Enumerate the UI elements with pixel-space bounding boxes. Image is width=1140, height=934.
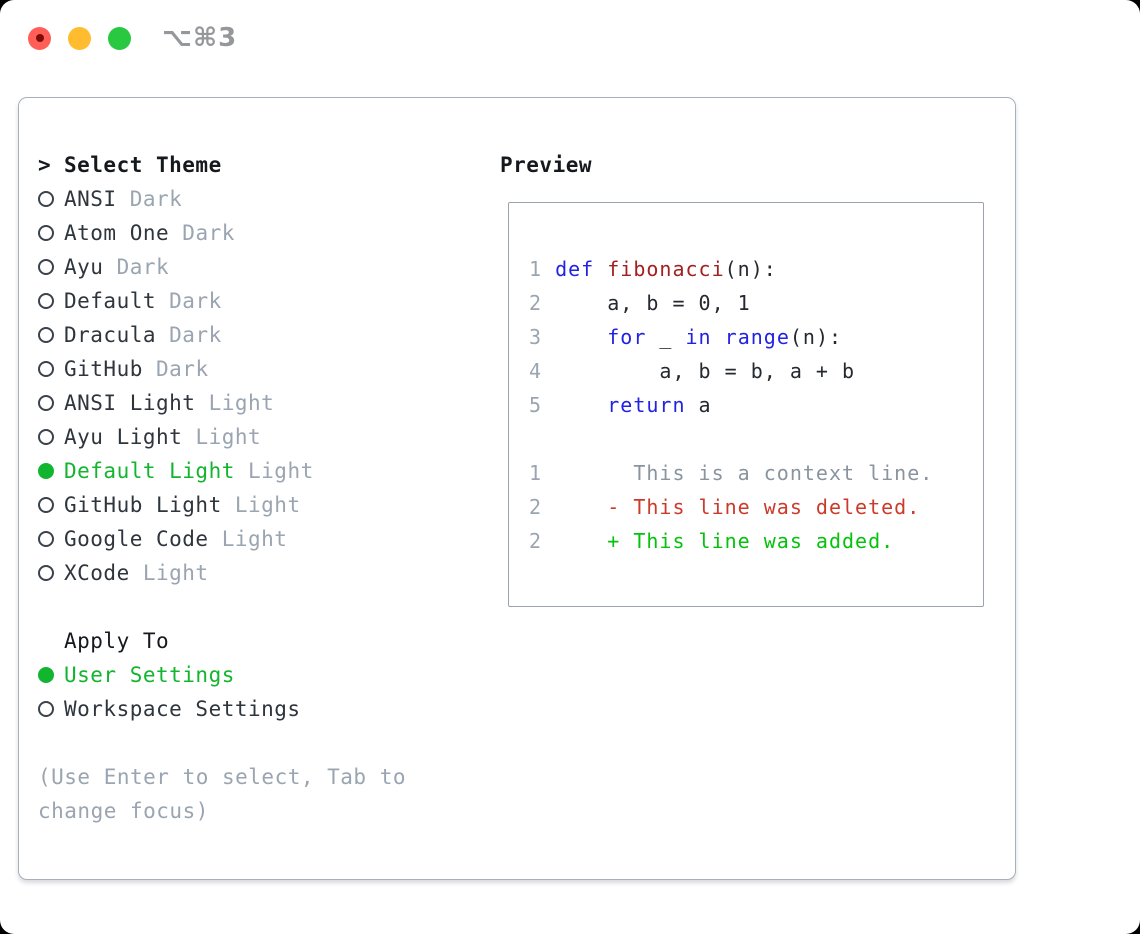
window-title: ⌥⌘3: [162, 23, 238, 53]
theme-name: Google Code: [64, 527, 222, 551]
theme-variant-tag: Light: [221, 527, 288, 551]
traffic-lights: [28, 26, 131, 50]
zoom-button[interactable]: [108, 26, 131, 50]
preview-code-line: 2 a, b = 0, 1: [529, 291, 751, 315]
theme-variant-tag: Light: [234, 493, 301, 517]
radio-icon: [38, 667, 54, 683]
apply-option-label: User Settings: [64, 663, 235, 687]
theme-name: Dracula: [64, 323, 170, 347]
radio-icon: [38, 259, 54, 275]
apply-option-user-settings[interactable]: User Settings: [38, 658, 500, 692]
theme-variant-tag: Dark: [169, 289, 222, 313]
preview-code-line: 2 - This line was deleted.: [529, 495, 921, 519]
radio-icon: [38, 361, 54, 377]
theme-name: XCode: [64, 561, 143, 585]
apply-option-workspace-settings[interactable]: Workspace Settings: [38, 692, 500, 726]
radio-icon: [38, 531, 54, 547]
radio-icon: [38, 225, 54, 241]
minimize-button[interactable]: [68, 26, 91, 50]
cursor-icon: >: [38, 153, 52, 177]
preview-code-line: 2 + This line was added.: [529, 529, 895, 553]
apply-option-label: Workspace Settings: [64, 697, 301, 721]
radio-icon: [38, 191, 54, 207]
theme-variant-tag: Dark: [169, 323, 222, 347]
theme-name: ANSI: [64, 187, 130, 211]
theme-variant-tag: Dark: [129, 187, 183, 211]
theme-variant-tag: Dark: [116, 255, 170, 279]
apply-to-title: Apply To: [64, 629, 170, 653]
theme-option-default-light-light[interactable]: Default Light Light: [38, 454, 500, 488]
theme-variant-tag: Light: [248, 459, 314, 483]
preview-code-line: 1 def fibonacci(n):: [529, 257, 777, 281]
preview-heading: Preview: [500, 153, 593, 177]
theme-name: ANSI Light: [64, 391, 209, 415]
select-theme-header: > Select Theme: [38, 148, 500, 182]
theme-name: GitHub: [64, 357, 157, 381]
preview-code-line: 3 for _ in range(n):: [529, 325, 843, 349]
radio-icon: [38, 429, 54, 445]
title-bar: ⌥⌘3: [0, 0, 1140, 76]
theme-variant-tag: Light: [195, 425, 262, 449]
radio-icon: [38, 497, 54, 513]
theme-option-ayu-light-light[interactable]: Ayu Light Light: [38, 420, 500, 454]
preview-box: 1 def fibonacci(n): 2 a, b = 0, 1 3 for _ …: [508, 202, 984, 607]
preview-column: Preview 1 def fibonacci(n): 2 a, b = 0, 1…: [500, 98, 1015, 879]
theme-name: GitHub Light: [64, 493, 235, 517]
help-text: (Use Enter to select, Tab to change focu…: [38, 765, 407, 823]
theme-name: Default Light: [64, 459, 249, 483]
theme-name: Ayu Light: [64, 425, 196, 449]
theme-option-github-light-light[interactable]: GitHub Light Light: [38, 488, 500, 522]
preview-code-line: 5 return a: [529, 393, 712, 417]
radio-icon: [38, 293, 54, 309]
radio-icon: [38, 565, 54, 581]
select-theme-title: Select Theme: [64, 153, 222, 177]
theme-name: Default: [64, 289, 170, 313]
theme-variant-tag: Dark: [182, 221, 235, 245]
close-button[interactable]: [28, 26, 51, 50]
theme-variant-tag: Light: [208, 391, 275, 415]
radio-icon: [38, 395, 54, 411]
theme-variant-tag: Light: [142, 561, 209, 585]
theme-name: Atom One: [64, 221, 183, 245]
radio-icon: [38, 327, 54, 343]
spacer: [38, 726, 500, 760]
radio-icon: [38, 701, 54, 717]
theme-variant-tag: Dark: [156, 357, 209, 381]
radio-icon: [38, 463, 54, 479]
apply-to-header: Apply To: [38, 624, 500, 658]
theme-option-ansi-dark[interactable]: ANSI Dark: [38, 182, 500, 216]
theme-option-atom-one-dark[interactable]: Atom One Dark: [38, 216, 500, 250]
preview-code-line: 1 This is a context line.: [529, 461, 934, 485]
theme-option-ansi-light-light[interactable]: ANSI Light Light: [38, 386, 500, 420]
theme-option-google-code-light[interactable]: Google Code Light: [38, 522, 500, 556]
preview-code-line: 4 a, b = b, a + b: [529, 359, 856, 383]
theme-option-xcode-light[interactable]: XCode Light: [38, 556, 500, 590]
theme-option-ayu-dark[interactable]: Ayu Dark: [38, 250, 500, 284]
preview-code-line: [529, 422, 983, 456]
theme-option-github-dark[interactable]: GitHub Dark: [38, 352, 500, 386]
spacer: [38, 590, 500, 624]
theme-name: Ayu: [64, 255, 117, 279]
theme-option-default-dark[interactable]: Default Dark: [38, 284, 500, 318]
theme-option-dracula-dark[interactable]: Dracula Dark: [38, 318, 500, 352]
